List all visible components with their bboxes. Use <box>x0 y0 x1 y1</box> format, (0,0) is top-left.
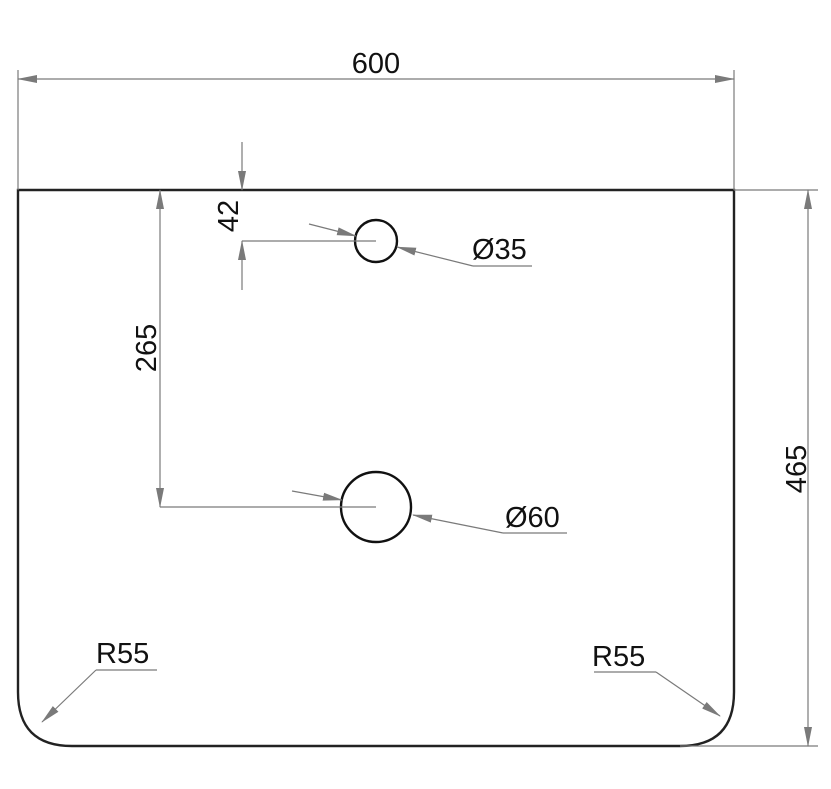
large-diameter-label: Ø60 <box>505 502 560 534</box>
radius-left-leader <box>41 669 97 723</box>
small-diameter-leader-in <box>308 223 357 237</box>
small-diameter-leader-out <box>396 246 474 267</box>
small-diameter-label: Ø35 <box>472 234 527 266</box>
height-dimension-label: 465 <box>781 445 813 493</box>
radius-right-label: R55 <box>592 641 645 673</box>
offset-dimension-label: 42 <box>213 200 245 232</box>
large-diameter-leader-in <box>291 490 343 501</box>
large-diameter-leader-out <box>412 514 504 534</box>
radius-right-leader <box>655 671 721 717</box>
radius-left-label: R55 <box>96 638 149 670</box>
width-dimension-label: 600 <box>352 48 400 80</box>
spacing-dimension-label: 265 <box>131 324 163 372</box>
